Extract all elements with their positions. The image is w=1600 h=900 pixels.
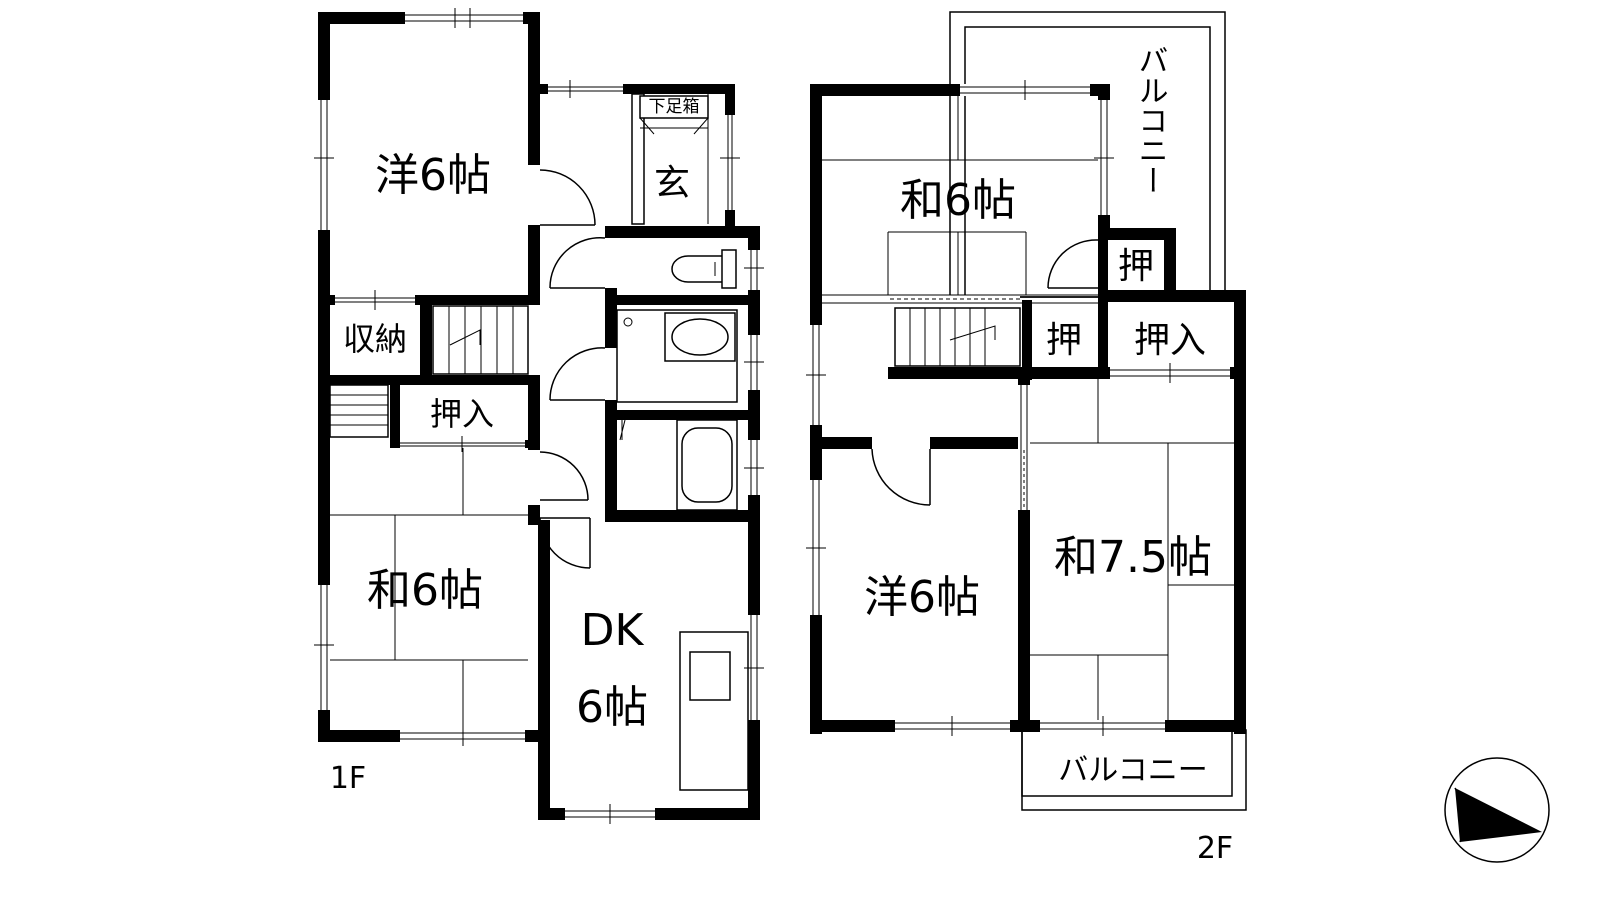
- window: [405, 8, 523, 28]
- room-label-japanese: 和6帖: [367, 565, 483, 616]
- entrance-step: [631, 93, 645, 225]
- door: [549, 347, 617, 401]
- room-label-shoe-box: 下足箱: [649, 97, 700, 117]
- room-label-closet-small: 押: [1118, 246, 1154, 287]
- floor-label-2f: 2F: [1197, 831, 1233, 866]
- window: [400, 436, 525, 452]
- wall: [605, 510, 760, 522]
- toilet-icon: [671, 249, 737, 289]
- wall: [888, 367, 1108, 379]
- window: [895, 716, 1010, 736]
- staircase: [894, 307, 1021, 367]
- room-label-japanese-top: 和6帖: [900, 175, 1016, 226]
- wall: [528, 375, 540, 450]
- tatami-lines: [330, 448, 528, 730]
- floor-2-plan: 和6帖 押 押 押入 洋6帖 和7.5帖 バルコニー バルコニー 2F: [806, 11, 1247, 866]
- bathtub-icon: [619, 419, 738, 511]
- balcony-outline: [949, 11, 1226, 298]
- wall: [1098, 290, 1246, 302]
- tatami-lines: [822, 96, 1098, 295]
- window: [1040, 716, 1165, 736]
- door: [539, 517, 591, 569]
- door: [871, 437, 931, 506]
- door: [549, 237, 617, 289]
- room-label-storage: 収納: [343, 320, 407, 358]
- wall: [538, 520, 550, 820]
- room-label-closet: 押入: [1134, 320, 1206, 361]
- window: [400, 726, 525, 746]
- wall: [1022, 300, 1032, 380]
- kitchen-counter: [679, 631, 749, 791]
- wall: [318, 375, 540, 385]
- room-label-western: 洋6帖: [375, 150, 491, 201]
- window: [335, 290, 415, 310]
- window: [1018, 385, 1030, 510]
- wall: [390, 385, 400, 447]
- window: [1094, 100, 1114, 215]
- window: [314, 585, 334, 710]
- window: [720, 115, 740, 210]
- room-label-entrance: 玄: [654, 163, 690, 204]
- wall: [528, 12, 540, 302]
- wall: [748, 226, 760, 820]
- wall: [1098, 228, 1108, 368]
- window: [314, 100, 334, 230]
- window: [806, 480, 826, 615]
- door: [1047, 239, 1099, 289]
- wall: [1098, 228, 1176, 240]
- staircase: [329, 384, 389, 438]
- room-label-dk-line1: DK: [581, 605, 645, 656]
- north-arrow-compass-icon: [1444, 757, 1550, 863]
- wall: [605, 410, 760, 420]
- floor-label-1f: 1F: [330, 761, 366, 796]
- room-label-japanese-large: 和7.5帖: [1054, 532, 1212, 583]
- wall: [605, 295, 760, 305]
- wall: [605, 226, 760, 238]
- balcony-inner: [964, 26, 1211, 298]
- window: [744, 250, 764, 290]
- room-label-western: 洋6帖: [864, 572, 980, 623]
- wall: [1164, 228, 1176, 298]
- window: [548, 80, 623, 98]
- wall: [420, 295, 432, 375]
- balcony-label-bottom: バルコニー: [1058, 753, 1207, 788]
- tatami-lines: [1030, 379, 1234, 720]
- wash-basin-icon: [616, 309, 738, 403]
- window: [744, 335, 764, 390]
- door: [528, 450, 589, 501]
- window: [744, 440, 764, 495]
- door: [528, 165, 596, 226]
- window: [960, 80, 1090, 100]
- window: [1110, 363, 1230, 383]
- window: [822, 294, 1098, 304]
- window: [565, 804, 655, 824]
- wall: [540, 84, 735, 94]
- wall: [528, 505, 540, 525]
- balcony-label-top: バルコニー: [1133, 45, 1168, 195]
- room-label-closet: 押入: [430, 395, 494, 433]
- room-label-dk-line2: 6帖: [576, 682, 648, 733]
- staircase: [432, 305, 529, 375]
- window: [744, 615, 764, 720]
- room-label-closet-small: 押: [1046, 320, 1082, 361]
- floor-1-plan: 洋6帖 収納 押入 和6帖 DK 6帖 玄 下足箱 1F: [314, 8, 764, 824]
- wall: [1234, 290, 1246, 734]
- window: [806, 325, 826, 425]
